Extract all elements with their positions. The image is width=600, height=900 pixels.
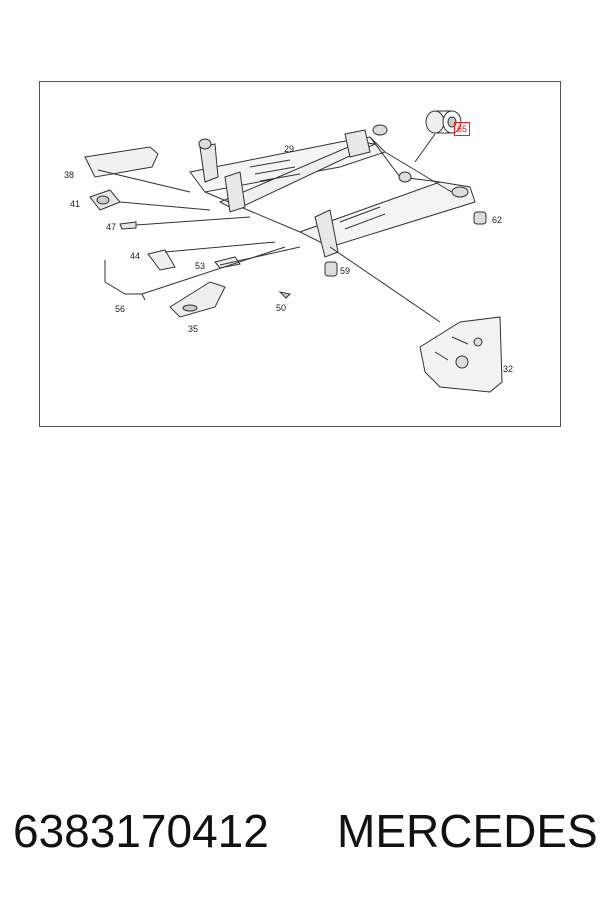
bracket-53 — [214, 246, 301, 269]
plate-44 — [147, 241, 276, 271]
fastener-50 — [278, 291, 292, 299]
callout-59[interactable]: 59 — [340, 266, 351, 276]
mount-41 — [89, 189, 211, 211]
caption: 6383170412 MERCEDES — [0, 798, 600, 868]
rod-56 — [104, 246, 286, 301]
callout-65[interactable]: 65 — [454, 122, 471, 136]
subframe-assembly — [189, 124, 476, 258]
clip-47 — [119, 216, 251, 230]
callout-41[interactable]: 41 — [70, 199, 81, 209]
callout-35[interactable]: 35 — [188, 324, 199, 334]
pad-35 — [169, 281, 226, 318]
bracket-38 — [84, 146, 191, 193]
brand-name: MERCEDES — [337, 805, 598, 857]
callout-38[interactable]: 38 — [64, 170, 75, 180]
parts-diagram-frame: 29 38 41 47 44 53 56 35 50 59 62 65 32 — [39, 81, 561, 427]
callout-44[interactable]: 44 — [130, 251, 141, 261]
callout-53[interactable]: 53 — [195, 261, 206, 271]
subframe-drawing — [84, 110, 503, 393]
callout-47[interactable]: 47 — [106, 222, 117, 232]
bushing-65 — [414, 110, 462, 163]
callout-56[interactable]: 56 — [115, 304, 126, 314]
bushing-62 — [473, 211, 487, 225]
part-number: 6383170412 — [13, 805, 269, 857]
callout-50[interactable]: 50 — [276, 303, 287, 313]
bracket-32 — [329, 246, 503, 393]
bushing-59 — [324, 261, 338, 277]
callout-29[interactable]: 29 — [284, 144, 295, 154]
callout-62[interactable]: 62 — [492, 215, 503, 225]
callout-32[interactable]: 32 — [503, 364, 514, 374]
